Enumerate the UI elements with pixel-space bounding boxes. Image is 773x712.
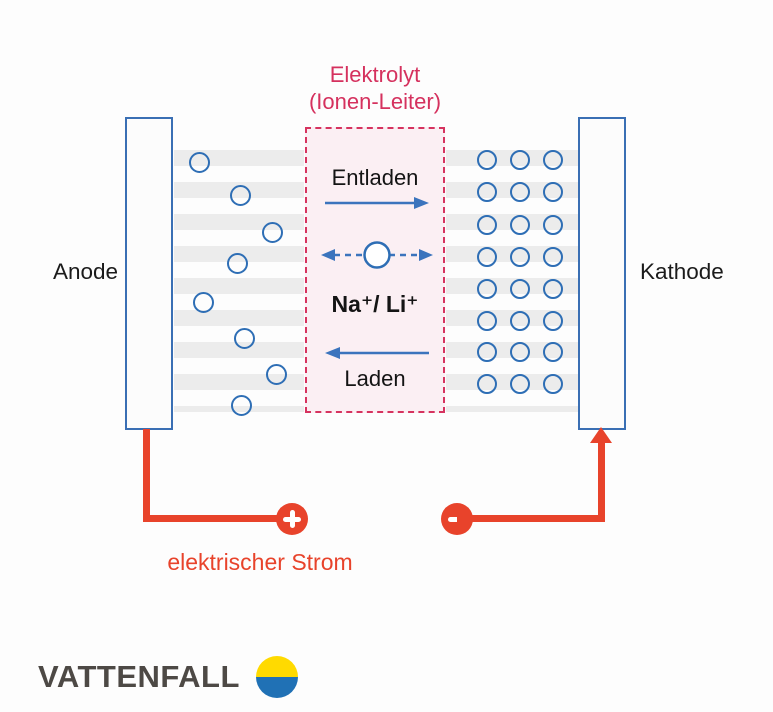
kathode-wire-horizontal — [457, 515, 605, 522]
electrolyte-box: Entladen Na⁺/ Li⁺ Laden — [305, 127, 445, 413]
anode-label: Anode — [52, 259, 118, 284]
discharge-label: Entladen — [331, 165, 419, 190]
ion-shuttle-arrow-icon — [321, 241, 433, 269]
electrolyte-title-line2: (Ionen-Leiter) — [308, 89, 442, 114]
vattenfall-logo-circle-icon — [255, 656, 298, 698]
plus-terminal-icon — [276, 503, 308, 535]
kathode-label: Kathode — [640, 259, 724, 284]
discharge-arrow-right-icon — [325, 197, 429, 209]
current-arrowhead-icon — [590, 427, 612, 443]
vattenfall-logo: VATTENFALL — [38, 656, 298, 698]
kathode-material-layers — [446, 150, 578, 412]
current-label: elektrischer Strom — [167, 549, 353, 575]
anode-wire-horizontal — [143, 515, 283, 522]
charge-arrow-left-icon — [325, 347, 429, 359]
vattenfall-logo-text: VATTENFALL — [38, 659, 240, 694]
kathode-wire-vertical — [598, 441, 605, 522]
charge-label: Laden — [344, 366, 406, 391]
anode-wire-vertical — [143, 429, 150, 522]
anode-material-layers — [174, 150, 304, 412]
kathode-electrode — [578, 117, 626, 430]
anode-electrode — [125, 117, 173, 430]
electrolyte-title: Elektrolyt (Ionen-Leiter) — [270, 61, 480, 115]
electrolyte-title-line1: Elektrolyt — [329, 62, 421, 87]
ion-label: Na⁺/ Li⁺ — [331, 291, 419, 317]
